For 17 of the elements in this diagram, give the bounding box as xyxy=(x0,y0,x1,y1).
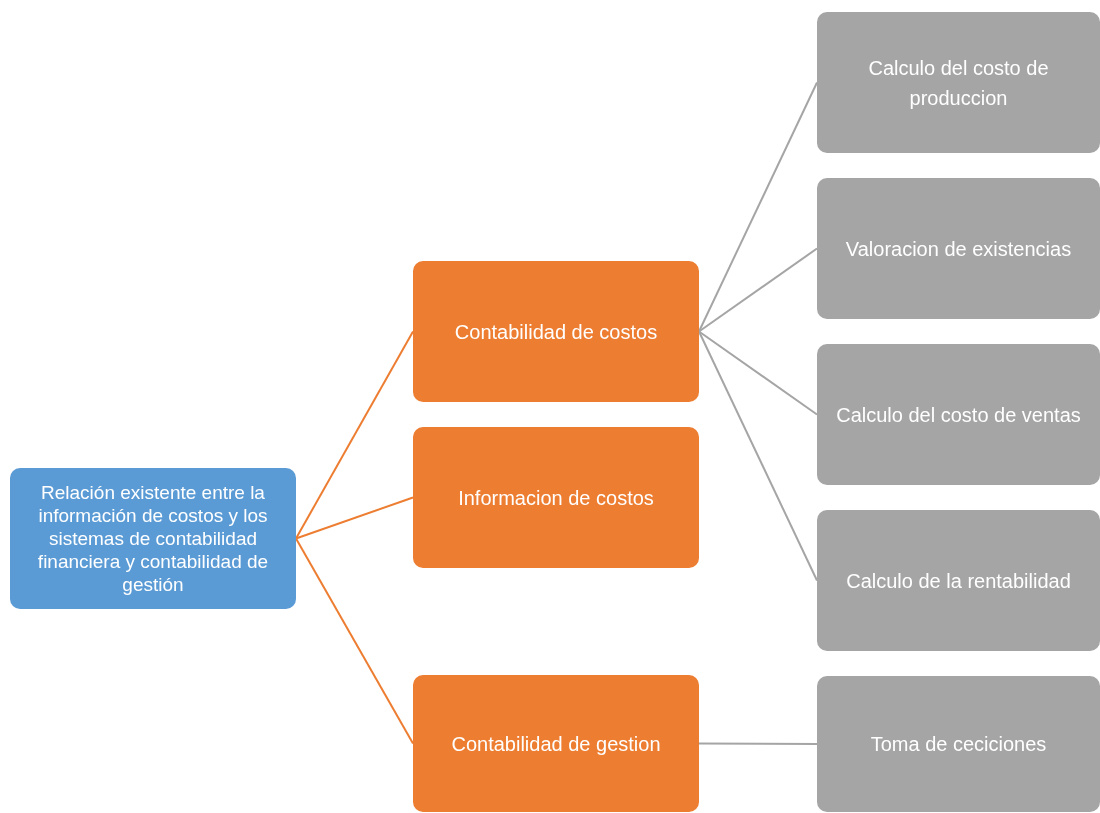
detail-box: Toma de ceciciones xyxy=(817,676,1100,812)
detail-box: Calculo de la rentabilidad xyxy=(817,510,1100,651)
connector-line xyxy=(295,537,414,745)
connector-line xyxy=(295,330,414,540)
connector-line xyxy=(698,742,818,745)
connector-line xyxy=(698,330,818,416)
connector-line xyxy=(295,496,414,540)
detail-box: Calculo del costo de produccion xyxy=(817,12,1100,153)
connector-line xyxy=(698,81,818,333)
category-box: Informacion de costos xyxy=(413,427,699,568)
detail-box: Valoracion de existencias xyxy=(817,178,1100,319)
connector-line xyxy=(698,247,818,333)
category-box: Contabilidad de gestion xyxy=(413,675,699,812)
category-box: Contabilidad de costos xyxy=(413,261,699,402)
detail-box: Calculo del costo de ventas xyxy=(817,344,1100,485)
topic-box: Relación existente entre la información de costos y los sistemas de contabilidad financiera y contabilidad de gestión xyxy=(10,468,296,609)
connector-line xyxy=(698,330,818,582)
